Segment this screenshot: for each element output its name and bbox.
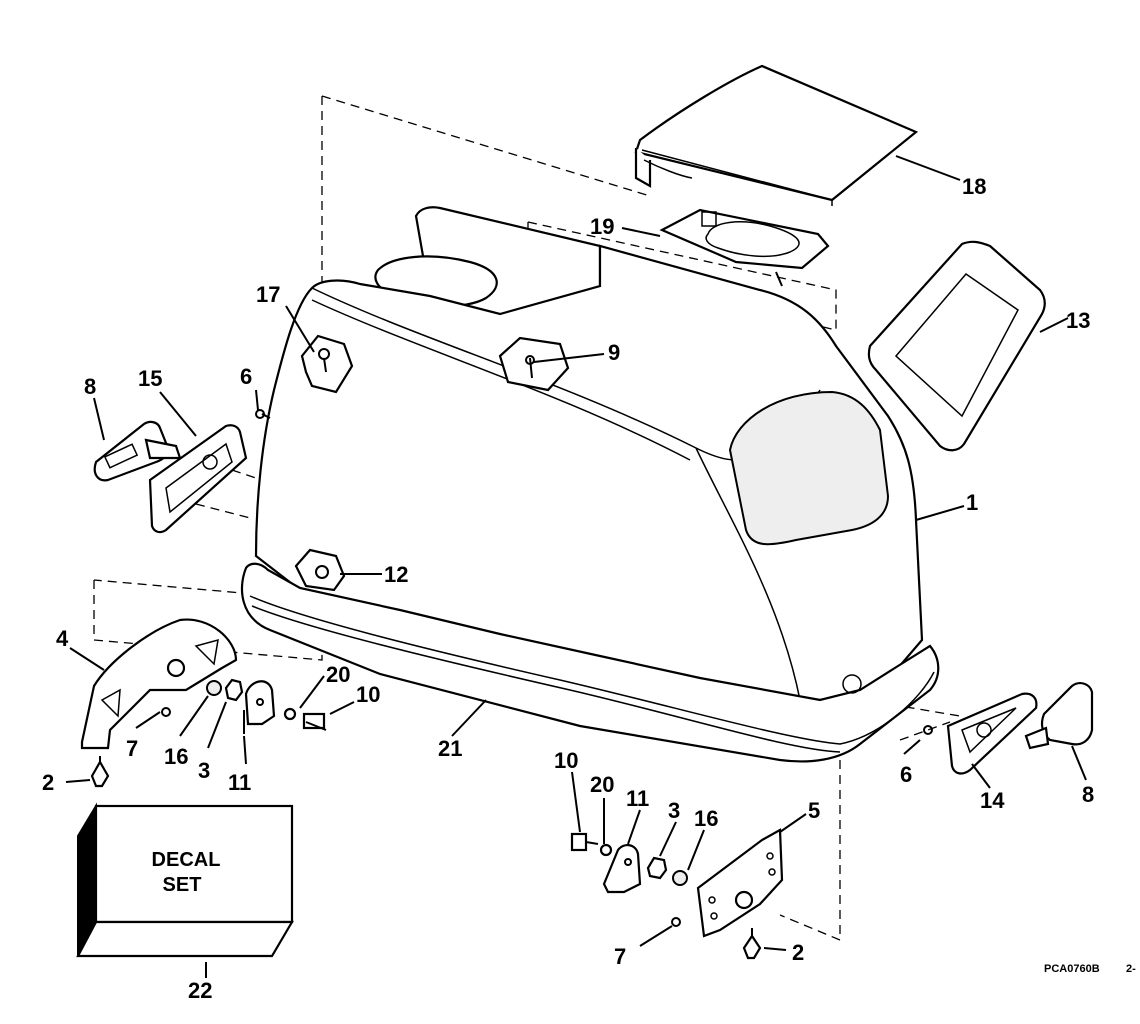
callout-18: 18 [962,174,986,199]
part-9-latch-plate [498,336,570,392]
callout-17: 17 [256,282,280,307]
callout-14: 14 [980,788,1005,813]
page-marker: 2- [1126,963,1136,975]
part-20-right-washer [599,843,613,857]
part-7-left-nut [161,707,171,717]
part-16-left-washer [206,680,222,696]
part-11-right-clip [602,844,642,894]
decal-label-line1: DECAL [152,849,221,871]
part-6-right-screw [923,725,933,735]
part-7-right-nut [671,917,681,927]
callout-2-right: 2 [792,940,804,965]
callout-5: 5 [808,798,820,823]
part-3-right-washer [646,856,668,880]
callout-7-left: 7 [126,736,138,761]
callout-3-left: 3 [198,758,210,783]
part-20-left-washer [283,707,297,721]
callout-22: 22 [188,978,212,1003]
callout-13: 13 [1066,308,1090,333]
part-6-left-screw [255,409,271,419]
callout-3-right: 3 [668,798,680,823]
callout-12: 12 [384,562,408,587]
callout-16-right: 16 [694,806,718,831]
part-14-right-seal-plate [946,692,1038,775]
callout-10-right: 10 [554,748,578,773]
part-12-plate [294,548,346,592]
part-2-right-grommet [742,928,762,960]
part-22-decal-set: DECAL SET [76,802,294,958]
part-3-left-washer [224,678,244,702]
callout-8-right: 8 [1082,782,1094,807]
part-17-latch-plate [300,334,354,394]
part-8-right-handle [1024,682,1094,750]
callout-4: 4 [56,626,69,651]
callout-20-right: 20 [590,772,614,797]
callout-8-left: 8 [84,374,96,399]
part-2-left-grommet [90,756,110,788]
callout-11-left: 11 [228,770,251,795]
part-13-window-gasket [867,240,1046,452]
part-16-right-washer [672,870,688,886]
part-4-left-bracket [80,618,238,750]
part-18-intake-cover [634,64,919,206]
part-10-left-bolt [302,712,327,731]
callout-21: 21 [438,736,462,761]
callout-7-right: 7 [614,944,626,969]
callout-16-left: 16 [164,744,188,769]
callout-11-right: 11 [626,786,649,811]
drawing-code: PCA0760B [1044,963,1100,975]
callout-10-left: 10 [356,682,380,707]
callout-20-left: 20 [326,662,350,687]
part-1-motor-cover [240,206,940,763]
part-15-left-seal-plate [148,424,248,534]
leader-lines [65,155,1087,978]
callout-numbers: 18 19 13 17 9 6 8 15 1 12 4 20 10 7 16 3… [42,174,1094,1003]
part-10-right-bolt [570,832,599,852]
callout-19: 19 [590,214,614,239]
part-19-intake-gasket [659,208,830,287]
callout-9: 9 [608,340,620,365]
callout-2-left: 2 [42,770,54,795]
decal-label-line2: SET [163,874,202,896]
callout-6-left: 6 [240,364,252,389]
part-11-left-clip [243,680,276,734]
callout-6-right: 6 [900,762,912,787]
callout-1: 1 [966,490,978,515]
callout-15: 15 [138,366,162,391]
part-5-right-bracket [696,828,784,938]
